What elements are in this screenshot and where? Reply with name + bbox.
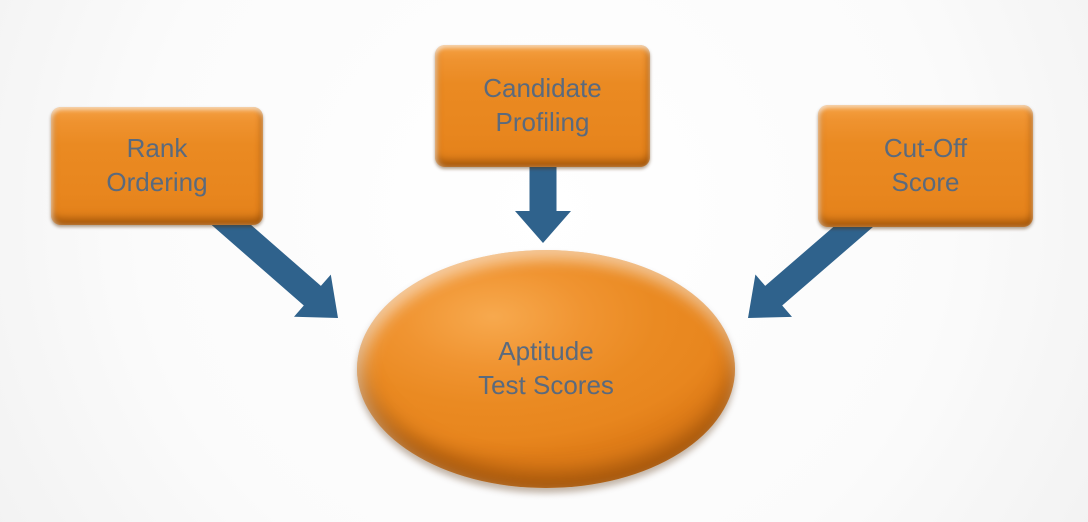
node-cut-off-score: Cut-Off Score xyxy=(818,105,1033,227)
arrow-candidate-profiling-to-center xyxy=(515,166,571,243)
node-candidate-profiling: Candidate Profiling xyxy=(435,45,650,167)
node-rank-ordering: Rank Ordering xyxy=(51,107,263,225)
node-aptitude-test-scores: Aptitude Test Scores xyxy=(357,250,735,488)
